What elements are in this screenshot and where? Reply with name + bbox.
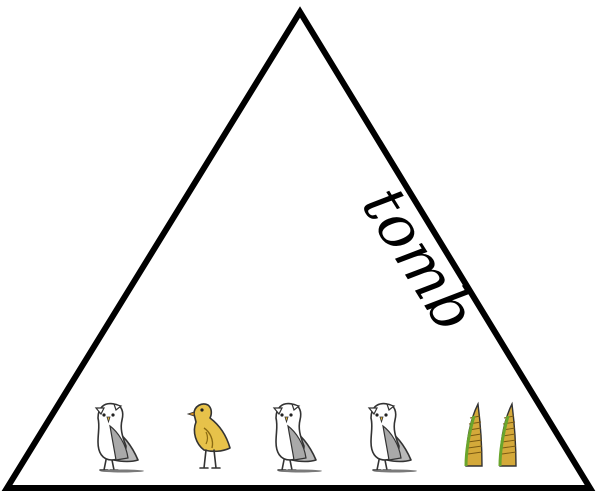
triangle-card: tomb [0,0,597,497]
